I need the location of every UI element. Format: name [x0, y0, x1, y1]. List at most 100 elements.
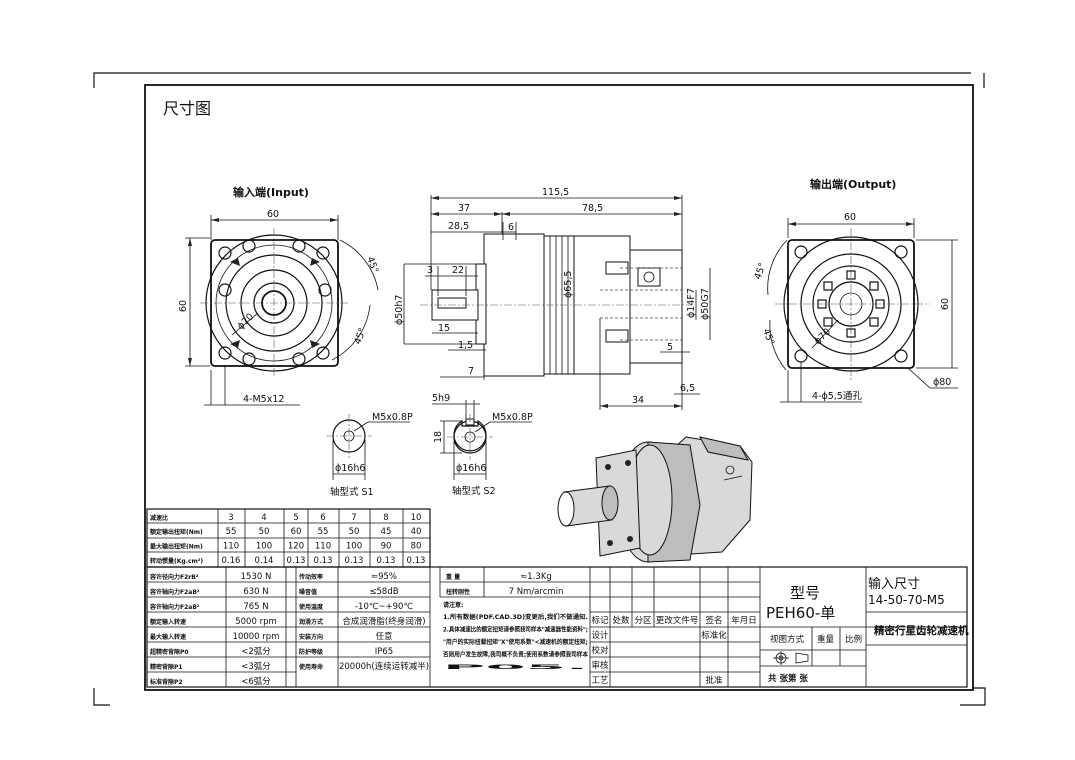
output-outer: ϕ80	[933, 377, 951, 388]
ratio-cell: 45	[381, 527, 392, 537]
ratio-cell: 0.13	[345, 556, 364, 566]
product-isometric-render	[557, 436, 753, 563]
ratio-cell: 0.13	[407, 556, 426, 566]
spec-value: <6弧分	[241, 676, 271, 687]
s1-thread: M5x0.8P	[372, 412, 413, 423]
output-dim-height: 60	[940, 298, 951, 310]
ratio-header-cell: 5	[293, 513, 298, 523]
spec-label: 精密背隙P1	[150, 663, 183, 671]
side-dim-in-pilot: ϕ50G7	[700, 288, 711, 320]
ratio-cell: 80	[411, 542, 422, 552]
tb-model: PEH60-单	[766, 604, 835, 622]
tb-model-label: 型号	[790, 584, 820, 602]
spec-value: ≈1.3Kg	[520, 572, 552, 582]
spec-value: 20000h(连续运转减半)	[339, 661, 429, 672]
projection-symbol	[773, 651, 809, 665]
ratio-header-cell: 6	[320, 513, 325, 523]
tb-scale-label: 比例	[845, 634, 862, 645]
spec-value: 630 N	[243, 587, 268, 597]
side-dim-pilot2: 7	[468, 366, 474, 377]
sign-row-label: 工艺	[591, 676, 608, 686]
side-dim-shaft-len: 15	[438, 323, 450, 334]
tb-view-label: 视图方式	[770, 634, 805, 645]
input-holes: 4-M5x12	[243, 394, 284, 405]
s1-label: 轴型式 S1	[330, 486, 374, 498]
spec-label: 扭转刚性	[446, 588, 470, 596]
side-dim-body-dia: ϕ65,5	[563, 271, 574, 298]
spec-label: 使用温度	[298, 603, 324, 611]
s1-dia: ϕ16h6	[335, 463, 365, 474]
spec-value: 1530 N	[241, 572, 272, 582]
spec-value: IP65	[375, 647, 393, 657]
spec-label: 重 量	[446, 573, 460, 581]
ratio-cell: 100	[256, 542, 272, 552]
side-dim-in-bore: ϕ14F7	[686, 288, 697, 318]
input-end-view: 输入端(Input) 60 60 45° 45°	[178, 185, 380, 406]
side-dim-flange: 28,5	[448, 221, 469, 232]
spec-value: <2弧分	[241, 646, 271, 657]
tb-input-size: 14-50-70-M5	[868, 593, 945, 607]
spec-label: 最大输入转速	[150, 633, 186, 641]
sign-row-label: 设计	[591, 630, 609, 641]
side-dim-overall: 115,5	[542, 187, 569, 198]
spec-label: 容许径向力F2rB²	[149, 573, 199, 581]
s2-thread: M5x0.8P	[492, 412, 533, 423]
spec-value: 765 N	[243, 602, 268, 612]
ratio-row-label: 额定输出扭矩(Nm)	[150, 528, 203, 536]
spec-value: ≤58dB	[369, 587, 398, 597]
spec-value: 10000 rpm	[233, 632, 280, 642]
spec-label: 安装方向	[299, 633, 323, 641]
rev-header: 更改文件号	[656, 615, 699, 626]
sign-row-label: 审核	[591, 660, 609, 671]
spec-value: <3弧分	[241, 661, 271, 672]
ratio-cell: 50	[259, 527, 270, 537]
side-dim-input-len: 34	[632, 395, 644, 406]
rev-header: 年月日	[731, 615, 757, 626]
side-dim-right: 78,5	[582, 203, 603, 214]
side-dim-gap: 6	[508, 222, 514, 233]
side-dim-left: 37	[458, 203, 470, 214]
ratio-cell: 0.14	[255, 556, 274, 566]
spec-label: 容许轴向力F2aB²	[149, 588, 200, 596]
shaft-type-s1: M5x0.8P ϕ16h6 轴型式 S1	[326, 412, 413, 498]
ratio-cell: 55	[226, 527, 237, 537]
ratio-cell: 110	[223, 542, 239, 552]
ratio-row-label: 转动惯量(Kg.cm²)	[150, 557, 203, 565]
spec-value: 7 Nm/arcmin	[509, 587, 564, 597]
ratio-cell: 110	[315, 542, 331, 552]
output-view-title: 输出端(Output)	[810, 177, 896, 191]
spec-label: 超精密背隙P0	[149, 648, 189, 656]
tb-input-size-label: 输入尺寸	[868, 576, 920, 592]
ratio-cell: 100	[346, 542, 362, 552]
spec-value: 合成润滑脂(终身润滑)	[342, 616, 425, 627]
s2-height: 18	[433, 431, 444, 443]
ratio-header-cell: 3	[228, 513, 233, 523]
spec-label: 使用寿命	[298, 663, 324, 671]
ratio-cell: 60	[291, 527, 302, 537]
ratio-cell: 120	[288, 542, 304, 552]
input-angle-side: 45°	[352, 326, 368, 346]
side-dim-right-gap: 5	[667, 342, 673, 353]
side-view: 115,5 37 78,5 28,5 6 3 22 ϕ50h7 15 1,5	[394, 187, 711, 410]
output-end-view: 输出端(Output) 60 60 45° 45° ϕ70	[752, 177, 958, 403]
s2-key: 5h9	[432, 393, 450, 404]
rev-header: 分区	[634, 616, 652, 626]
ratio-cell: 0.13	[377, 556, 396, 566]
rev-header: 处数	[612, 615, 630, 626]
ratio-cell: 90	[381, 542, 392, 552]
ratio-header-cell: 4	[261, 513, 266, 523]
note-line: 否则用户发生故障,我司概不负责;使用系数请参照我司样本	[443, 651, 589, 659]
spec-label: 防护等级	[299, 648, 323, 656]
note-line: 2.具体减速比的额定扭矩请参照我司样本"减速器性能资料";	[443, 626, 588, 634]
output-holes: 4-ϕ5,5通孔	[812, 391, 862, 402]
ratio-row-label: 最大输出扭矩(Nm)	[150, 543, 203, 551]
ratio-cell: 40	[411, 527, 422, 537]
sign-row-label: 校对	[591, 645, 609, 656]
ratio-cell: 0.13	[287, 556, 306, 566]
side-dim-input-step: 6,5	[680, 383, 695, 394]
input-dim-width: 60	[267, 209, 279, 220]
ratio-cell: 55	[318, 527, 329, 537]
